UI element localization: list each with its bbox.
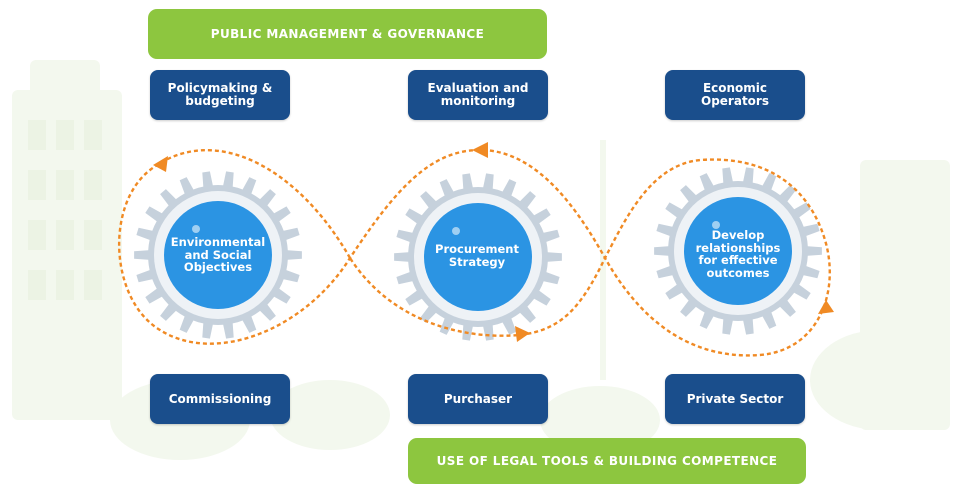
loop-arrow-2 bbox=[472, 142, 488, 158]
gear-relationships bbox=[654, 167, 822, 335]
gear-label-relationships: Develop relationships for effective outc… bbox=[695, 228, 781, 280]
loop-arrow-4 bbox=[515, 326, 530, 342]
gear-environmental bbox=[134, 171, 302, 339]
box-economic-operators: Economic Operators bbox=[665, 70, 805, 120]
loop-arrow-1 bbox=[153, 156, 168, 172]
box-purchaser: Purchaser bbox=[408, 374, 548, 424]
gear-label-procurement: Procurement Strategy bbox=[435, 242, 519, 269]
gear-highlight bbox=[452, 227, 460, 235]
box-commissioning: Commissioning bbox=[150, 374, 290, 424]
banner-public-management: PUBLIC MANAGEMENT & GOVERNANCE bbox=[148, 9, 547, 59]
gear-highlight bbox=[712, 221, 720, 229]
gear-core bbox=[424, 203, 532, 311]
loop-arrow-3 bbox=[818, 300, 834, 314]
dashed-loop-path bbox=[117, 148, 831, 357]
gear-core bbox=[684, 197, 792, 305]
box-policymaking-budgeting: Policymaking & budgeting bbox=[150, 70, 290, 120]
gear-label-environmental: Environmental and Social Objectives bbox=[170, 235, 266, 274]
banner-legal-tools: USE OF LEGAL TOOLS & BUILDING COMPETENCE bbox=[408, 438, 806, 484]
box-evaluation-monitoring: Evaluation and monitoring bbox=[408, 70, 548, 120]
box-private-sector: Private Sector bbox=[665, 374, 805, 424]
gear-procurement bbox=[394, 173, 562, 341]
gear-core bbox=[164, 201, 272, 309]
gear-highlight bbox=[192, 225, 200, 233]
